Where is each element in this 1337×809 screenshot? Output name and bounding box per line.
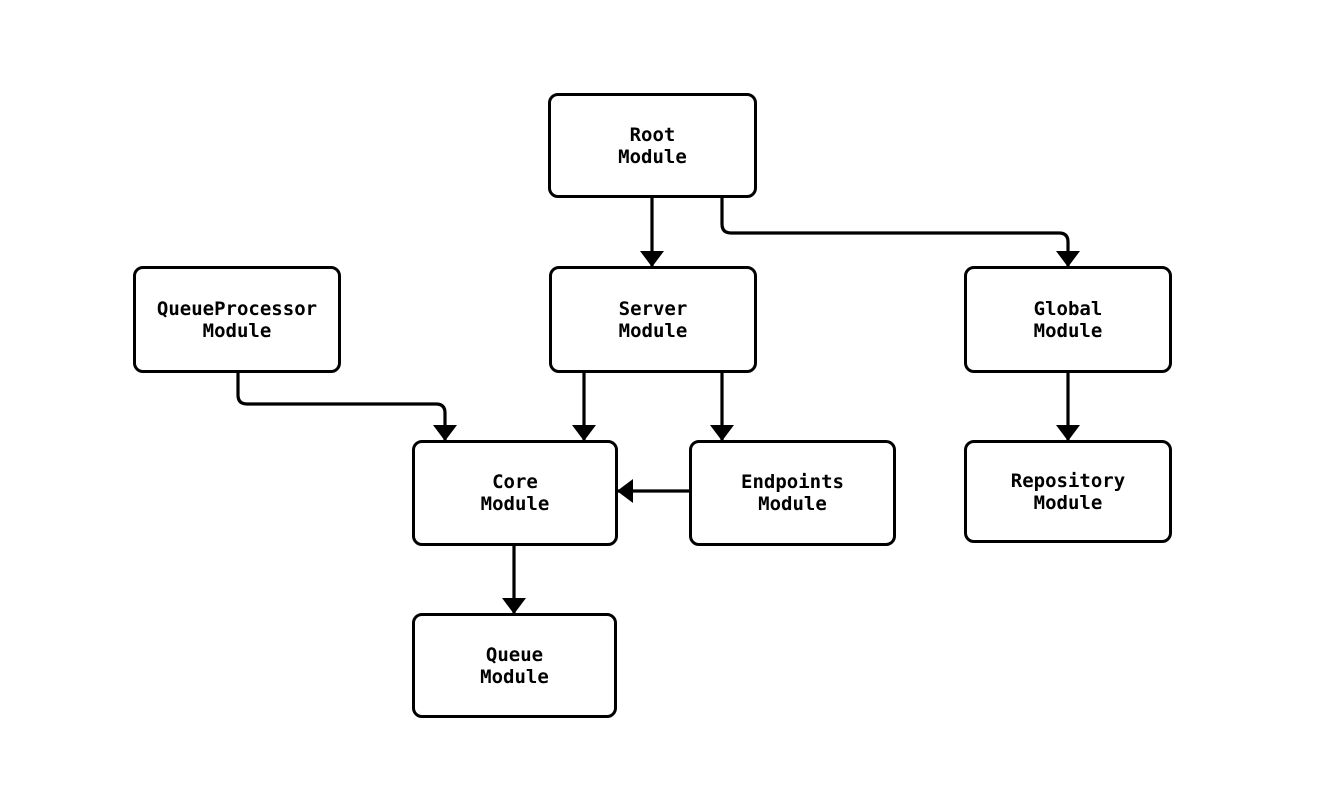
node-global: Global Module [964, 266, 1172, 373]
node-core: Core Module [412, 440, 618, 546]
node-root: Root Module [548, 93, 757, 198]
edge-queueprocessor-to-core [236, 373, 457, 441]
diagram-edges [236, 198, 1080, 614]
node-server: Server Module [549, 266, 757, 373]
edge-root-to-global [720, 198, 1080, 267]
node-queue: Queue Module [412, 613, 617, 718]
node-repository: Repository Module [964, 440, 1172, 543]
node-endpoints: Endpoints Module [689, 440, 896, 546]
node-queueprocessor: QueueProcessor Module [133, 266, 341, 373]
